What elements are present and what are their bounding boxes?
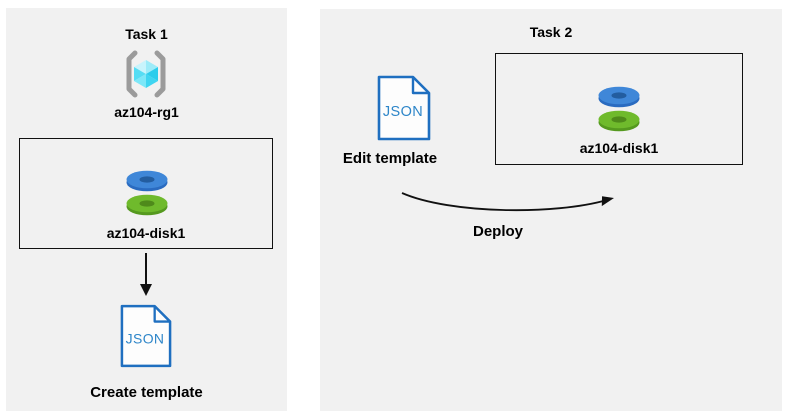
- create-template-caption: Create template: [90, 384, 203, 401]
- disk-label: az104-disk1: [106, 225, 186, 241]
- deploy-caption: Deploy: [472, 223, 523, 240]
- disk-icon: [126, 170, 168, 216]
- json-file-icon: JSON: [120, 304, 172, 368]
- folded-corner: [411, 77, 429, 95]
- disk-box: az104-disk1: [19, 138, 273, 249]
- deploy-arrow-icon: [401, 192, 614, 212]
- task2-title: Task 2: [529, 24, 573, 40]
- left-bracket-shape: [126, 50, 138, 98]
- task2-panel: Task 2 JSON Edit template az104-disk1 De…: [320, 9, 782, 411]
- edit-template-caption: Edit template: [342, 150, 438, 167]
- down-arrow-icon: [140, 253, 152, 296]
- json-file-label: JSON: [126, 331, 165, 347]
- json-file-icon: JSON: [377, 75, 431, 141]
- folded-corner: [153, 306, 171, 323]
- right-bracket-shape: [154, 50, 166, 98]
- disk-label: az104-disk1: [579, 140, 659, 156]
- resource-group-icon: [126, 50, 166, 98]
- disk-box: az104-disk1: [495, 53, 743, 165]
- json-file-label: JSON: [383, 104, 423, 120]
- task1-title: Task 1: [125, 26, 168, 42]
- resource-group-label: az104-rg1: [114, 104, 179, 120]
- task1-panel: Task 1 az104-rg1 az104-disk1 JSON: [6, 8, 287, 411]
- disk-icon: [598, 86, 640, 132]
